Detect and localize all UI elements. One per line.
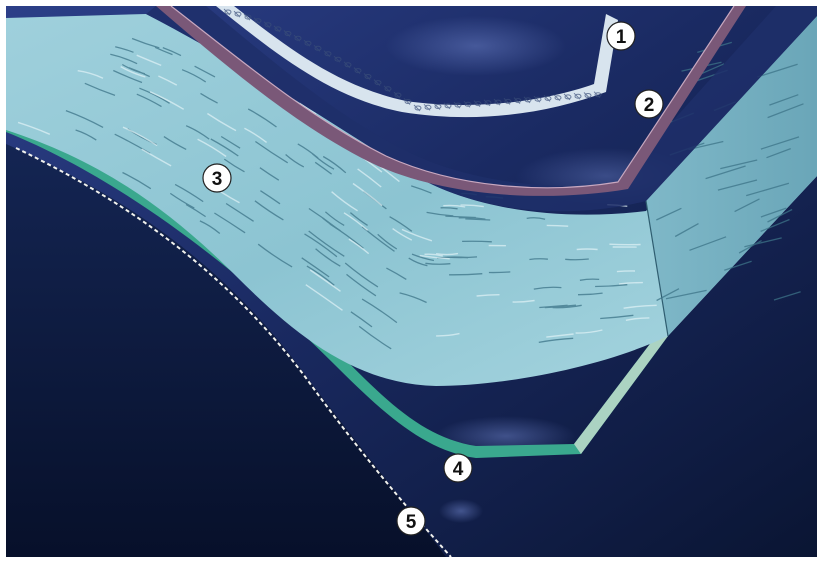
fiber-stroke [565,259,589,260]
callout-5-label: 5 [406,512,417,533]
tissue-layers-illustration: 1 2 3 4 5 [6,6,817,557]
callout-4-label: 4 [453,459,464,480]
callout-2-label: 2 [644,95,655,116]
callout-1-label: 1 [616,27,627,48]
fiber-stroke [577,249,598,250]
callout-4: 4 [444,454,472,482]
fiber-stroke [489,272,510,273]
callout-5: 5 [397,507,425,535]
callout-3-label: 3 [212,169,223,190]
callout-3: 3 [203,164,231,192]
callout-1: 1 [607,22,635,50]
fiber-stroke [617,271,635,272]
fiber-stroke [462,241,492,242]
bottom-glow [439,499,483,523]
upper-glow [386,16,566,76]
fiber-stroke [529,259,548,260]
fiber-stroke [547,225,569,226]
callout-2: 2 [635,90,663,118]
diagram-frame: 1 2 3 4 5 [6,6,817,557]
